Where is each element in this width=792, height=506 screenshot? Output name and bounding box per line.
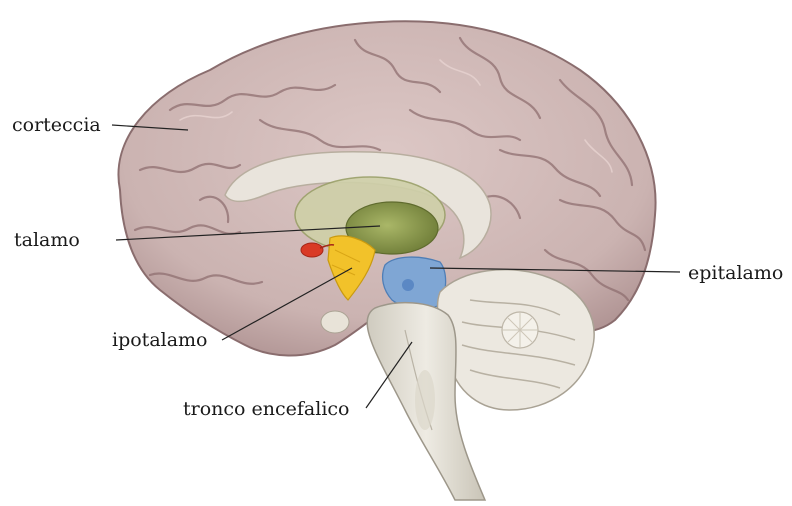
label-ipotalamo: ipotalamo (112, 329, 208, 351)
optic-chiasm (321, 311, 349, 333)
label-epitalamo: epitalamo (688, 262, 783, 284)
label-tronco-encefalico: tronco encefalico (183, 398, 349, 420)
cerebellum (437, 270, 594, 410)
label-talamo: talamo (14, 229, 80, 251)
label-corteccia: corteccia (12, 114, 101, 136)
thalamus (295, 177, 445, 254)
